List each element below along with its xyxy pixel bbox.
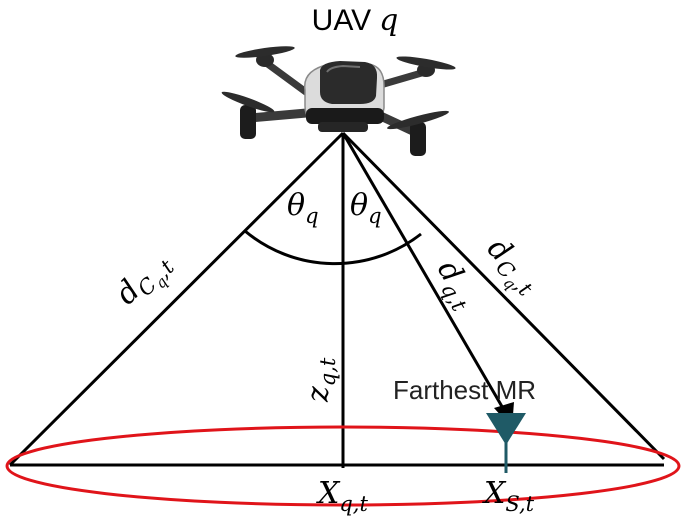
angle-arc [244,229,422,266]
mr-distance-line [341,132,506,411]
z-qt-label: zq,t [301,357,340,403]
coverage-cone [8,131,666,468]
theta-right-label: θq [350,188,382,228]
x-qt-label: Xq,t [316,476,368,516]
antenna-triangle-icon [486,413,526,473]
d-qt-label: dq,t [427,255,485,316]
x-st-label: XS,t [482,476,535,516]
coverage-ellipse [5,425,681,507]
theta-left-label: θq [287,188,319,228]
right-slant-line [341,131,666,461]
left-slant-line [8,131,345,467]
quadcopter-drone-icon [221,46,456,156]
farthest-mr-label: Farthest MR [393,375,536,405]
d-c-right-label: dCq,t [475,231,548,304]
